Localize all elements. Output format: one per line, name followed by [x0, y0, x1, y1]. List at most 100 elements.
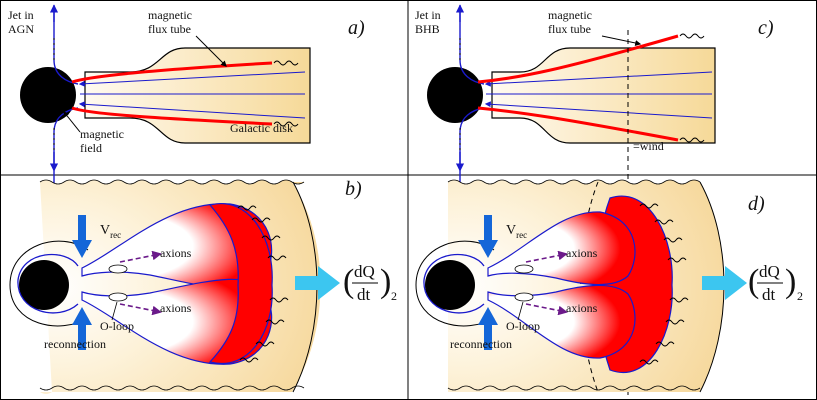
vrec-label-d: Vrec	[506, 223, 527, 240]
axions-label-lower-d: axions	[566, 301, 598, 315]
disk-label-a: Galactic disk	[230, 121, 293, 135]
jet-label-a-2: AGN	[8, 22, 34, 36]
wavy-bottom-b	[39, 385, 305, 391]
wavy-top-b	[39, 179, 305, 185]
axions-label-upper-d: axions	[566, 246, 598, 260]
black-hole-c	[427, 67, 483, 123]
photon-b-8	[239, 357, 259, 363]
axion-arrow-lower-d	[525, 303, 568, 316]
outer-loop-b	[9, 240, 89, 327]
photon-b-4	[267, 255, 287, 261]
jet-down-a	[53, 107, 79, 185]
outer-loop-d	[415, 240, 495, 327]
o-loop-lower-b	[108, 292, 128, 302]
flux-tube-a-lower	[71, 106, 273, 126]
photon-b-2	[251, 217, 271, 223]
flux-tube-pointer-a	[195, 35, 227, 67]
black-hole-d	[425, 260, 475, 310]
axion-arrow-lower-b	[119, 303, 162, 316]
flux-tube-label-c-2: flux tube	[548, 22, 591, 36]
vrec-arrow-down-b	[72, 215, 92, 258]
axion-arrow-upper-d	[525, 250, 568, 263]
black-hole-a	[20, 67, 76, 123]
paren-right-b: )	[380, 263, 391, 300]
galactic-disk-c	[491, 47, 716, 144]
field-loop-d	[423, 253, 485, 314]
field-line-c2	[484, 101, 713, 119]
wiggle-c2	[679, 137, 705, 143]
flux-tube-label-a-1: magnetic	[148, 8, 192, 22]
wiggle-c1	[679, 33, 705, 39]
reconnection-label-b: reconnection	[44, 337, 106, 351]
panel-letter-c: c)	[758, 17, 774, 39]
panel-a: Jet in AGN magnetic flux tube magnetic f…	[8, 4, 365, 185]
flux-tube-a-upper	[71, 61, 273, 84]
photon-b-5	[269, 297, 289, 303]
axion-arrow-upper-b	[119, 250, 162, 263]
jet-down-c	[459, 107, 485, 185]
oloop-pointer-b	[111, 301, 118, 321]
panel-d: Vrec axions axions O-loop reconnection d…	[415, 179, 803, 393]
jet-label-c-2: BHB	[415, 22, 440, 36]
vrec-label-b: Vrec	[100, 223, 121, 240]
heat-output-arrow-d	[702, 266, 747, 300]
reconnection-label-d: reconnection	[450, 337, 512, 351]
photon-b-1	[237, 205, 257, 211]
flux-tube-c-upper	[477, 34, 679, 84]
jet-up-a	[53, 5, 79, 85]
jet-label-a-1: Jet in	[8, 8, 34, 22]
dq-den-d: dt	[762, 285, 776, 304]
wiggle-a2	[273, 121, 299, 127]
photon-d-4	[667, 257, 687, 263]
flux-tube-label-c-1: magnetic	[548, 8, 592, 22]
wind-label-c: =wind	[633, 139, 664, 153]
photon-d-6	[665, 319, 685, 325]
heat-output-arrow-b	[295, 266, 340, 300]
flux-tube-label-a-2: flux tube	[148, 22, 191, 36]
o-loop-lower-d	[514, 292, 534, 302]
dq-den-b: dt	[357, 285, 371, 304]
photon-b-7	[255, 341, 275, 347]
panel-b: Vrec axions axions O-loop reconnection b…	[9, 178, 397, 394]
photon-d-3	[663, 237, 683, 243]
jet-label-c-1: Jet in	[415, 8, 441, 22]
photon-b-6	[265, 319, 285, 325]
oloop-pointer-d	[517, 301, 524, 321]
field-line-c1	[484, 71, 713, 87]
field-loop-b	[17, 253, 79, 314]
photon-b-3	[261, 235, 281, 241]
paren-left-b: (	[343, 263, 354, 300]
paren-left-d: (	[748, 263, 759, 300]
field-label-a-1: magnetic	[80, 127, 124, 141]
vrec-arrow-up-b	[72, 307, 92, 350]
wiggle-a1	[273, 60, 299, 66]
vrec-arrow-down-d	[478, 215, 498, 258]
dq-num-d: dQ	[759, 262, 780, 281]
o-loop-upper-b	[108, 264, 128, 274]
field-line-a1	[78, 71, 306, 87]
dq-dt-d: ( dQ dt ) 2	[748, 262, 803, 304]
heated-region-b	[208, 203, 273, 365]
panel-letter-d: d)	[748, 193, 765, 215]
panel-c: Jet in BHB magnetic flux tube =wind c)	[415, 4, 774, 400]
dq-sub-b: 2	[391, 289, 397, 303]
axions-label-lower-b: axions	[160, 301, 192, 315]
wavy-top-d	[447, 179, 701, 185]
o-loop-upper-d	[514, 264, 534, 274]
wavy-bottom-d	[447, 385, 701, 391]
dq-dt-b: ( dQ dt ) 2	[343, 262, 397, 304]
photon-d-1	[639, 203, 659, 209]
field-pointer-a	[63, 111, 81, 133]
vrec-arrow-up-d	[478, 307, 498, 350]
field-line-a2	[78, 101, 306, 119]
axions-label-upper-b: axions	[160, 246, 192, 260]
oloop-label-d: O-loop	[506, 319, 540, 333]
field-label-a-2: field	[80, 141, 102, 155]
photon-d-7	[655, 341, 675, 347]
flux-tube-c-lower	[477, 106, 679, 142]
flux-tube-pointer-c	[601, 35, 642, 46]
jet-up-c	[459, 5, 485, 85]
oloop-label-b: O-loop	[100, 319, 134, 333]
panel-letter-b: b)	[345, 178, 362, 200]
